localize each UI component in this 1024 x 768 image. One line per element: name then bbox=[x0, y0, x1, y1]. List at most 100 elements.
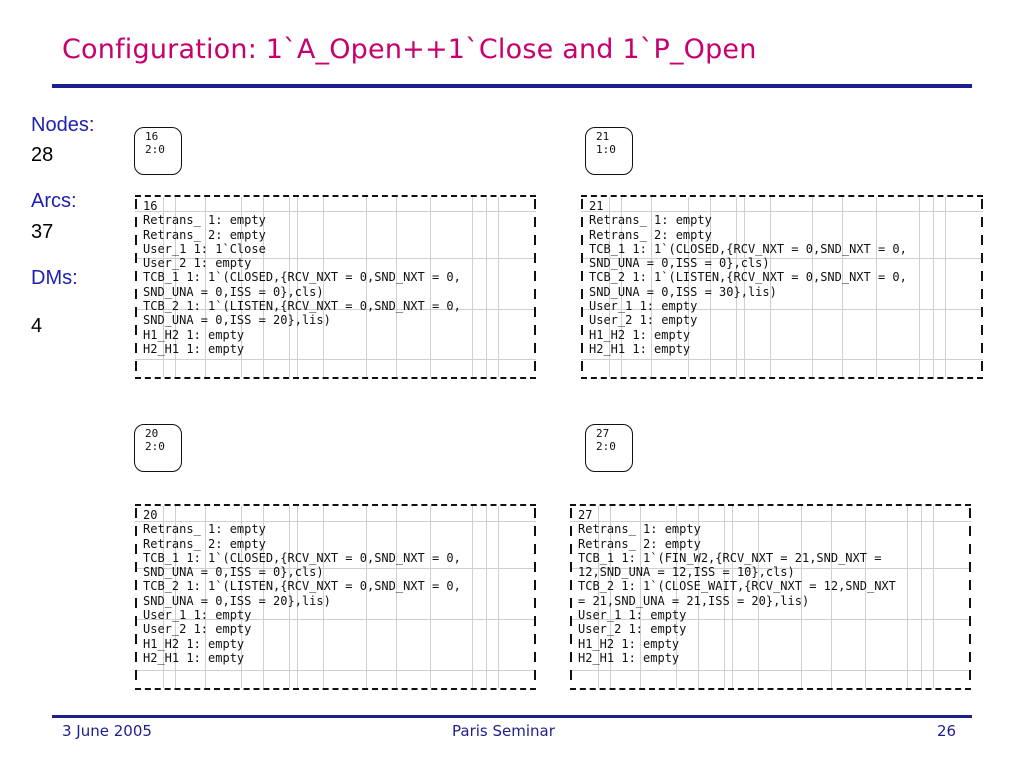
grid-line bbox=[651, 197, 652, 377]
grid-line bbox=[570, 670, 971, 671]
state-line: 27 bbox=[578, 508, 593, 522]
grid-line bbox=[640, 506, 641, 688]
state-line: TCB_1 1: 1`(CLOSED,{RCV_NXT = 0,SND_NXT … bbox=[143, 270, 461, 285]
dashed-border bbox=[534, 199, 536, 375]
state-line: SND_UNA = 0,ISS = 20},lis) bbox=[143, 593, 331, 608]
state-line: H1_H2 1: empty bbox=[578, 636, 680, 651]
state-line: User_1 1: 1`Close bbox=[143, 241, 266, 256]
grid-line bbox=[758, 506, 759, 688]
grid-line bbox=[135, 521, 536, 522]
node-id: 27 bbox=[596, 427, 610, 440]
state-line: User_1 1: empty bbox=[143, 608, 252, 623]
grid-line bbox=[676, 506, 677, 688]
node-ratio: 2:0 bbox=[145, 143, 165, 156]
state-line: TCB_1 1: 1`(CLOSED,{RCV_NXT = 0,SND_NXT … bbox=[143, 550, 461, 565]
grid-line bbox=[598, 506, 599, 688]
grid-line bbox=[865, 506, 866, 688]
grid-line bbox=[610, 506, 611, 688]
state-line: H2_H1 1: empty bbox=[143, 650, 245, 665]
state-line: User_2 1: empty bbox=[143, 256, 252, 271]
grid-line bbox=[486, 506, 487, 688]
grid-line bbox=[732, 506, 733, 688]
node-box-20[interactable]: 20 2:0 bbox=[134, 424, 182, 472]
grid-line bbox=[736, 197, 737, 377]
grid-line bbox=[710, 197, 711, 377]
state-line: SND_UNA = 0,ISS = 0},cls) bbox=[589, 256, 770, 271]
footer-event: Paris Seminar bbox=[452, 722, 555, 740]
state-line: SND_UNA = 0,ISS = 0},cls) bbox=[143, 565, 324, 580]
dms-value: 4 bbox=[31, 315, 43, 337]
node-ratio: 2:0 bbox=[596, 440, 616, 453]
grid-line bbox=[205, 506, 206, 688]
grid-line bbox=[366, 197, 367, 377]
state-line: H2_H1 1: empty bbox=[589, 341, 691, 356]
grid-line bbox=[241, 506, 242, 688]
node-ratio: 2:0 bbox=[145, 440, 165, 453]
state-line: 12,SND_UNA = 12,ISS = 10},cls) bbox=[578, 565, 795, 580]
grid-line bbox=[581, 309, 983, 310]
footer-rule bbox=[52, 715, 972, 718]
grid-line bbox=[698, 506, 699, 688]
title-rule bbox=[52, 84, 972, 88]
grid-line bbox=[581, 359, 983, 360]
grid-line bbox=[744, 197, 745, 377]
state-line: User_1 1: empty bbox=[578, 608, 687, 623]
grid-line bbox=[770, 197, 771, 377]
grid-line bbox=[163, 506, 164, 688]
state-line: User_2 1: empty bbox=[143, 622, 252, 637]
grid-line bbox=[430, 197, 431, 377]
node-box-21[interactable]: 21 1:0 bbox=[585, 127, 633, 175]
grid-line bbox=[297, 197, 298, 377]
grid-line bbox=[135, 359, 536, 360]
state-line: TCB_2 1: 1`(LISTEN,{RCV_NXT = 0,SND_NXT … bbox=[143, 299, 461, 314]
grid-line bbox=[921, 506, 922, 688]
grid-line bbox=[175, 197, 176, 377]
node-id: 20 bbox=[145, 427, 159, 440]
state-line: TCB_1 1: 1`(FIN_W2,{RCV_NXT = 21,SND_NXT… bbox=[578, 550, 882, 565]
arcs-value: 37 bbox=[31, 221, 54, 243]
state-line: Retrans_ 2: empty bbox=[143, 536, 266, 551]
grid-line bbox=[570, 568, 971, 569]
grid-line bbox=[842, 197, 843, 377]
node-box-27[interactable]: 27 2:0 bbox=[585, 424, 633, 472]
grid-line bbox=[498, 506, 499, 688]
state-line: H1_H2 1: empty bbox=[143, 636, 245, 651]
state-line: TCB_1 1: 1`(CLOSED,{RCV_NXT = 0,SND_NXT … bbox=[589, 241, 907, 256]
dashed-border bbox=[581, 199, 583, 375]
grid-line bbox=[688, 197, 689, 377]
state-line: = 21,SND_UNA = 21,ISS = 20},lis) bbox=[578, 593, 810, 608]
state-line: User_2 1: empty bbox=[578, 622, 687, 637]
grid-line bbox=[498, 197, 499, 377]
state-line: H1_H2 1: empty bbox=[143, 327, 245, 342]
state-line: User_1 1: empty bbox=[589, 299, 698, 314]
grid-line bbox=[472, 197, 473, 377]
grid-line bbox=[801, 506, 802, 688]
footer-page-number: 26 bbox=[937, 722, 957, 740]
dashed-border bbox=[135, 199, 137, 375]
grid-line bbox=[135, 309, 536, 310]
state-line: Retrans_ 2: empty bbox=[143, 227, 266, 242]
node-ratio: 1:0 bbox=[596, 143, 616, 156]
node-box-16[interactable]: 16 2:0 bbox=[134, 127, 182, 175]
state-line: SND_UNA = 0,ISS = 20},lis) bbox=[143, 313, 331, 328]
nodes-label: Nodes: bbox=[31, 114, 95, 136]
grid-line bbox=[135, 670, 536, 671]
grid-line bbox=[570, 619, 971, 620]
grid-line bbox=[175, 506, 176, 688]
grid-line bbox=[430, 506, 431, 688]
grid-line bbox=[472, 506, 473, 688]
grid-line bbox=[812, 197, 813, 377]
grid-line bbox=[831, 506, 832, 688]
grid-line bbox=[135, 619, 536, 620]
grid-line bbox=[135, 258, 536, 259]
grid-line bbox=[289, 197, 290, 377]
state-line: Retrans_ 1: empty bbox=[578, 522, 701, 537]
state-line: Retrans_ 1: empty bbox=[589, 213, 712, 228]
state-line: User_2 1: empty bbox=[589, 313, 698, 328]
grid-line bbox=[876, 197, 877, 377]
grid-line bbox=[396, 197, 397, 377]
